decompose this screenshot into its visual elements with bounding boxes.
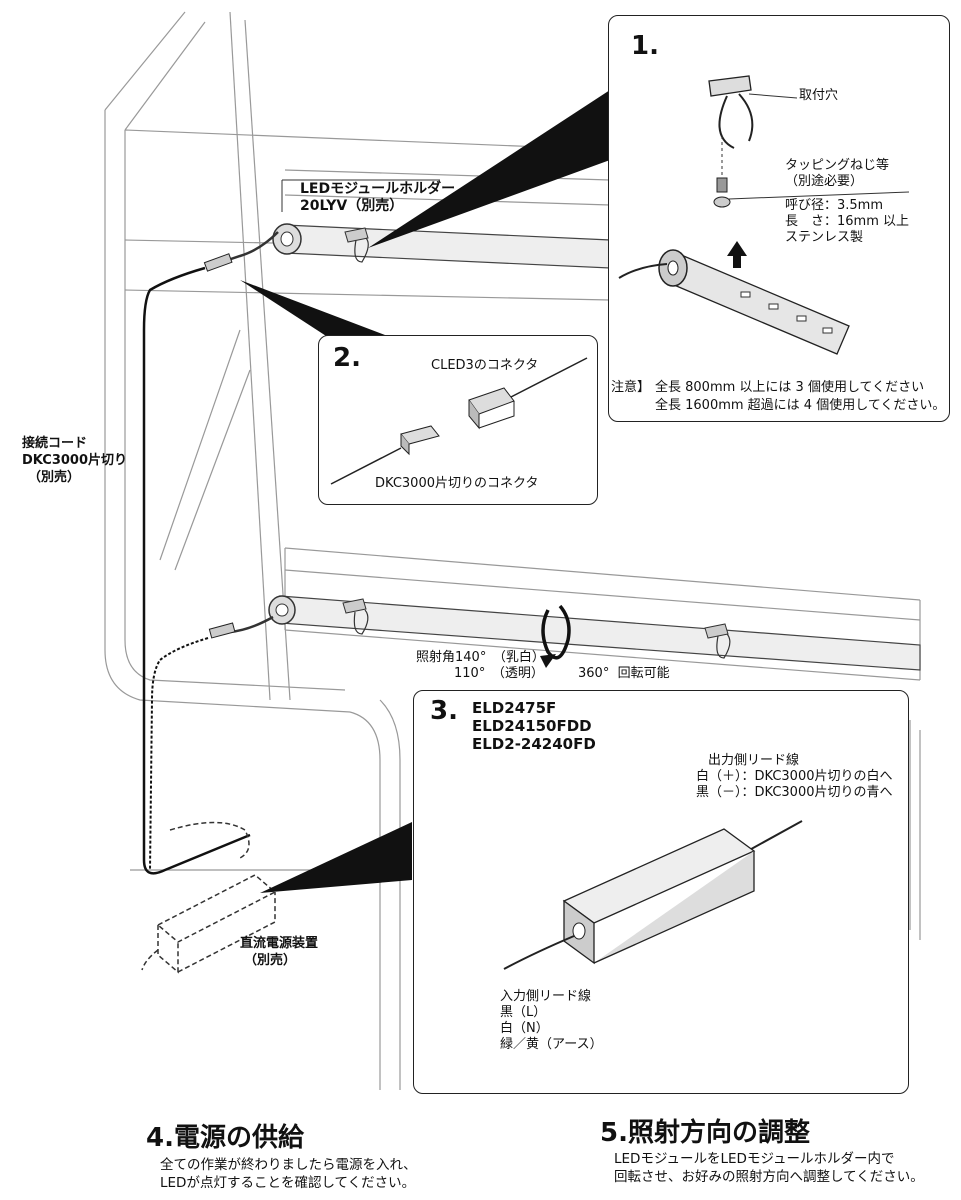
section-5-title: 5.照射方向の調整 bbox=[600, 1118, 810, 1148]
section-4-body-line1: 全ての作業が終わりましたら電源を入れ、 bbox=[160, 1157, 417, 1173]
cord-label-line1: 接続コード bbox=[22, 436, 88, 451]
section-4-body-line2: LEDが点灯することを確認してください。 bbox=[160, 1175, 416, 1191]
note-line-2: 全長 1600mm 超過には 4 個使用してください。 bbox=[655, 398, 946, 413]
note-line-1: 全長 800mm 以上には 3 個使用してください bbox=[655, 380, 925, 395]
callout-wedge-3 bbox=[260, 822, 412, 893]
screw-spec-material: ステンレス製 bbox=[785, 230, 864, 245]
rotation-arrow-icon bbox=[541, 604, 571, 660]
output-lead-title: 出力側リード線 bbox=[708, 753, 800, 768]
input-lead-white: 白（N） bbox=[500, 1021, 549, 1036]
rotation-label: 360° 回転可能 bbox=[578, 666, 670, 681]
holder-clip-icon bbox=[708, 75, 752, 97]
screw-label-line2: （別途必要） bbox=[785, 174, 864, 189]
cled3-connector-icon bbox=[468, 387, 515, 430]
section-5-body-line2: 回転させ、お好みの照射方向へ調整してください。 bbox=[614, 1169, 924, 1185]
input-lead-title: 入力側リード線 bbox=[500, 989, 592, 1004]
hole-label: 取付穴 bbox=[799, 88, 839, 103]
callout-wedge-1 bbox=[368, 90, 610, 248]
section-4-title: 4.電源の供給 bbox=[146, 1123, 304, 1153]
section-5-body-line1: LEDモジュールをLEDモジュールホルダー内で bbox=[614, 1151, 895, 1167]
panel-step-1: 1. 取付穴 タッピングねじ等 （別途必要） 呼び径：3.5mm 長 さ：16m… bbox=[608, 15, 950, 422]
upper-led-tube bbox=[272, 223, 611, 269]
panel-step-3: 3. ELD2475F ELD24150FDD ELD2-24240FD 出力側… bbox=[413, 690, 909, 1094]
up-arrow-icon bbox=[727, 241, 747, 268]
power-supply-label-line2: （別売） bbox=[244, 953, 297, 968]
holder-label-line1: LEDモジュールホルダー bbox=[300, 181, 456, 197]
output-lead-white: 白（＋）：DKC3000片切りの白へ bbox=[696, 769, 893, 784]
screw-spec-length: 長 さ：16mm 以上 bbox=[785, 214, 910, 229]
beam-angle-clear: 110° （透明） bbox=[454, 666, 544, 681]
dkc3000-connector-icon bbox=[400, 425, 440, 456]
screw-label-line1: タッピングねじ等 bbox=[785, 158, 890, 173]
connection-cord bbox=[142, 231, 279, 875]
cord-label-line3: （別売） bbox=[28, 470, 81, 485]
model-2: ELD24150FDD bbox=[472, 717, 592, 735]
connector-illustration bbox=[330, 357, 588, 485]
model-3: ELD2-24240FD bbox=[472, 735, 596, 753]
cord-label-line2: DKC3000片切り bbox=[22, 453, 128, 468]
input-lead-earth: 緑／黄（アース） bbox=[500, 1037, 603, 1052]
power-supply-unit-icon bbox=[562, 828, 756, 965]
step-2-number: 2. bbox=[333, 343, 361, 373]
step-1-number: 1. bbox=[631, 31, 659, 61]
power-supply-illustration bbox=[503, 820, 803, 970]
model-1: ELD2475F bbox=[472, 699, 557, 717]
led-module-tube-icon bbox=[618, 249, 850, 355]
output-lead-black: 黒（－）：DKC3000片切りの青へ bbox=[696, 785, 893, 800]
beam-angle-milky: 照射角140° （乳白） bbox=[416, 650, 545, 665]
lower-led-tube bbox=[268, 595, 921, 671]
cled3-connector-label: CLED3のコネクタ bbox=[431, 358, 539, 373]
power-supply-dashed bbox=[141, 821, 277, 974]
power-supply-label-line1: 直流電源装置 bbox=[240, 936, 319, 951]
holder-label-line2: 20LYV（別売） bbox=[300, 198, 404, 214]
tapping-screw-icon bbox=[713, 177, 731, 208]
holder-mounting-illustration bbox=[618, 75, 910, 355]
screw-spec-diameter: 呼び径：3.5mm bbox=[785, 198, 884, 213]
step-3-number: 3. bbox=[430, 696, 458, 726]
panel-step-2: 2. CLED3のコネクタ DKC3000片切りのコネクタ bbox=[318, 335, 598, 505]
note-prefix: 注意】 bbox=[611, 380, 651, 395]
input-lead-black: 黒（L） bbox=[500, 1005, 547, 1020]
dkc3000-connector-label: DKC3000片切りのコネクタ bbox=[375, 476, 539, 491]
callout-wedge-2 bbox=[240, 280, 385, 345]
